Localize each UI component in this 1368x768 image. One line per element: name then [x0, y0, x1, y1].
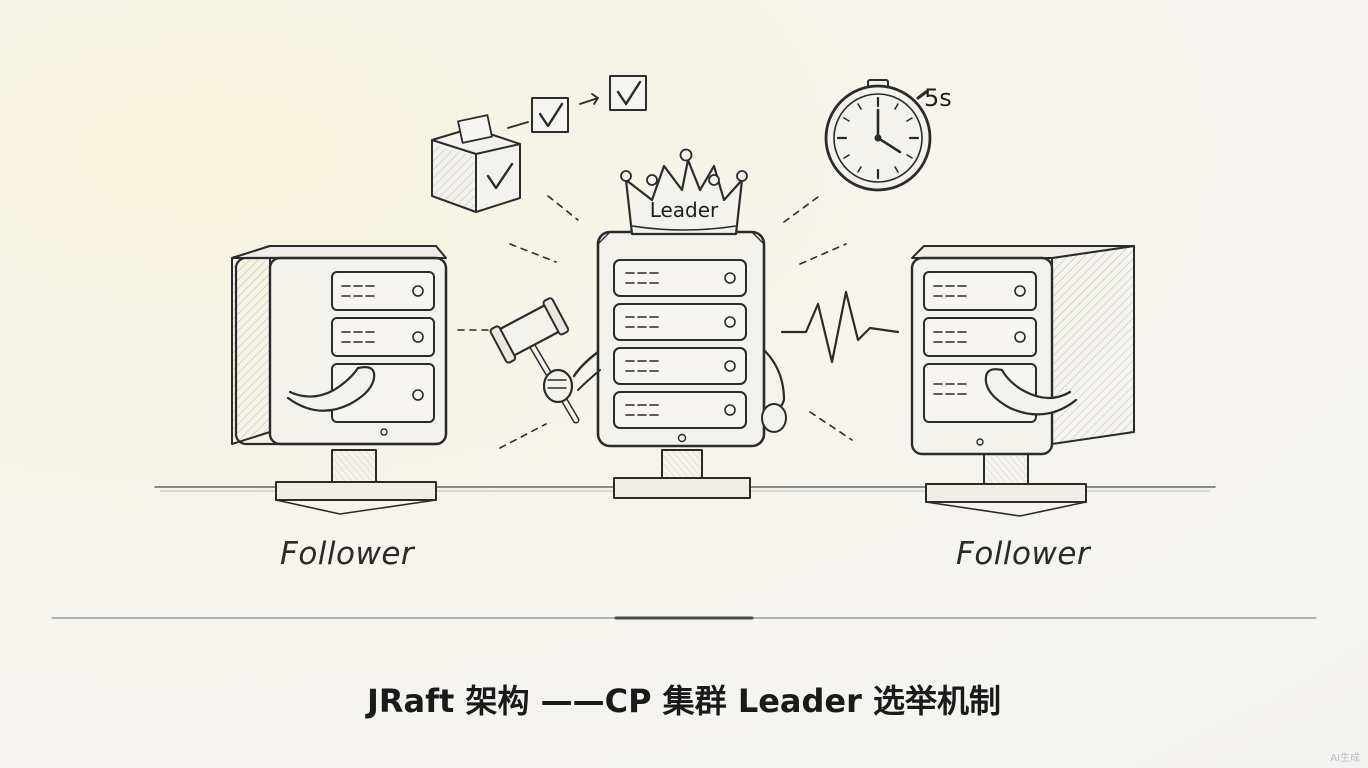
- leader-server: [572, 230, 787, 499]
- follower-right-label: Follower: [956, 536, 1091, 572]
- checkbox-icon: [609, 75, 647, 111]
- timer-label: 5s: [924, 84, 952, 112]
- follower-right-server: [910, 245, 1135, 517]
- checkbox-icon: [531, 97, 569, 133]
- diagram-caption: JRaft 架构 ——CP 集群 Leader 选举机制: [366, 682, 1002, 720]
- leader-label: Leader: [649, 198, 719, 222]
- watermark: AI生成: [1330, 753, 1360, 764]
- connector-rays: [457, 193, 853, 449]
- follower-left-server: [231, 245, 448, 515]
- ballot-box-icon: [431, 114, 521, 213]
- heartbeat-icon: [780, 290, 900, 364]
- stopwatch-icon: [824, 79, 932, 192]
- follower-left-label: Follower: [280, 536, 415, 572]
- gavel-icon: [489, 297, 580, 424]
- crown-icon: [620, 148, 748, 236]
